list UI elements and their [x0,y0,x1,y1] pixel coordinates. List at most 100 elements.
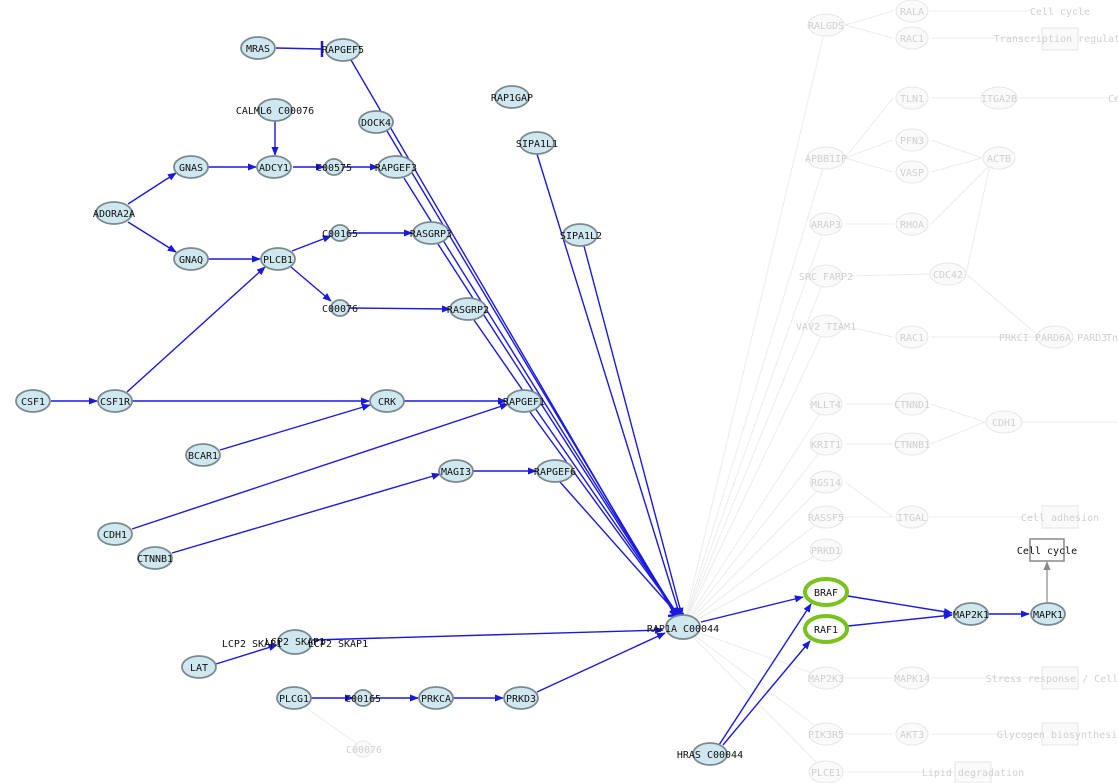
faded-node [809,212,843,236]
faded-box [954,761,992,783]
edge-csf1r-plcb1 [126,266,266,393]
node-cdh1[interactable] [97,522,133,546]
node-csf1[interactable] [15,389,51,413]
node-csf1r[interactable] [97,389,133,413]
cell-cycle-box[interactable] [1029,538,1065,562]
faded-box [1041,722,1079,746]
faded-cellcycle-top-label: Cell cycle [1030,7,1090,18]
calml6-label: CALML6 C00076 [236,106,314,117]
faded-node [809,432,843,456]
edge-prkd3-rap1a [536,632,666,693]
lcp2-skap1-left-label: LCP2 SKAP1 [222,639,282,650]
c00076-label: C00076 [322,304,358,315]
node-c00076[interactable] [330,299,350,317]
adcy1-label: ADCY1 [259,163,289,174]
rapgef5-label: RAPGEF5 [322,45,364,56]
faded-glycogen-label: Glycogen biosynthesis [997,730,1118,741]
node-mapk1[interactable] [1030,602,1066,626]
node-dock4[interactable] [358,110,394,134]
faded-tn-label: Tn [1106,333,1118,344]
node-rapgef1[interactable] [506,389,542,413]
node-rasgrp2[interactable] [449,297,487,321]
gnas-label: GNAS [179,163,203,174]
node-braf-highlighted[interactable] [803,577,849,607]
faded-node [895,212,929,236]
rap1gap-label: RAP1GAP [491,93,533,104]
node-prkd3[interactable] [503,686,539,710]
rasgrp2-label: RASGRP2 [447,305,489,316]
node-c00165-top[interactable] [330,224,350,242]
faded-stress-label: Stress response / Cell c [986,674,1118,685]
node-bcar1[interactable] [185,443,221,467]
faded-cdc42-label: CDC42 [933,270,963,281]
node-lat[interactable] [181,655,217,679]
node-sipa1l2[interactable] [562,223,598,247]
ctnnb1-label: CTNNB1 [137,554,173,565]
node-calml6-c00076[interactable] [257,98,293,122]
node-adcy1[interactable] [256,155,292,179]
faded-box [1041,27,1079,51]
faded-itga2b-label: ITGA2B [981,94,1017,105]
node-rapgef6[interactable] [536,459,574,483]
hras-label: HRAS C00044 [677,750,743,761]
node-ctnnb1[interactable] [137,546,173,570]
sipa1l1-label: SIPA1L1 [516,139,558,150]
edge-plcb1-c00165 [291,235,332,252]
faded-mllt4-label: MLLT4 [811,400,841,411]
node-sipa1l1[interactable] [519,131,555,155]
node-plcg1[interactable] [276,686,312,710]
faded-node [1036,325,1074,349]
faded-box [1041,505,1079,529]
edge-mras-rapgef5 [275,47,323,50]
faded-node [894,432,930,456]
node-prkca[interactable] [418,686,454,710]
faded-vasp-label: VASP [900,168,924,179]
node-crk[interactable] [369,389,405,413]
c00575-label: C00575 [316,163,352,174]
node-hras-c00044[interactable] [692,742,728,766]
faded-node [809,470,843,494]
node-rasgrp3[interactable] [412,221,450,245]
bcar1-label: BCAR1 [188,451,218,462]
node-mras[interactable] [240,36,276,60]
faded-rhoa-label: RHOA [900,220,924,231]
faded-transcription-label: Transcription regulati [994,34,1118,45]
gnaq-label: GNAQ [179,255,203,266]
faded-node [895,26,929,50]
edge-plcb1-c00076 [290,266,332,302]
faded-node [895,128,929,152]
faded-node [809,314,843,338]
edge-hras-braf [718,603,812,746]
node-rap1a-c00044[interactable] [665,614,701,640]
prkca-label: PRKCA [421,694,451,705]
faded-node [895,0,929,23]
faded-node [809,392,843,416]
edge-cdh1-rapgef1 [131,403,509,530]
faded-node [895,86,929,110]
cell-cycle-label: Cell cycle [1017,546,1077,557]
node-rapgef3[interactable] [377,155,415,179]
node-gnas[interactable] [173,155,209,179]
node-rap1gap[interactable] [494,85,530,109]
faded-pik3r5-label: PIK3R5 [808,730,844,741]
faded-apbb1ip-label: APBB1IP [805,154,847,165]
faded-node [806,146,846,170]
node-gnaq[interactable] [173,247,209,271]
node-plcb1[interactable] [260,247,296,271]
node-magi3[interactable] [438,459,474,483]
magi3-label: MAGI3 [441,467,471,478]
node-raf1-highlighted[interactable] [803,614,849,644]
node-rapgef5[interactable] [325,38,361,62]
node-lcp2-skap1[interactable] [277,629,313,655]
node-c00575[interactable] [324,158,344,176]
faded-prkd1-label: PRKD1 [811,546,841,557]
mras-label: MRAS [246,44,270,55]
faded-layer: RALGDS RALA Cell cycle RAC1 Transcriptio… [294,0,1118,783]
faded-arap3-label: ARAP3 [811,220,841,231]
faded-ralgds-label: RALGDS [808,21,844,32]
node-c00165-bottom[interactable] [353,689,373,707]
plcg1-label: PLCG1 [279,694,309,705]
node-map2k1[interactable] [953,602,989,626]
node-adora2a[interactable] [95,201,133,225]
